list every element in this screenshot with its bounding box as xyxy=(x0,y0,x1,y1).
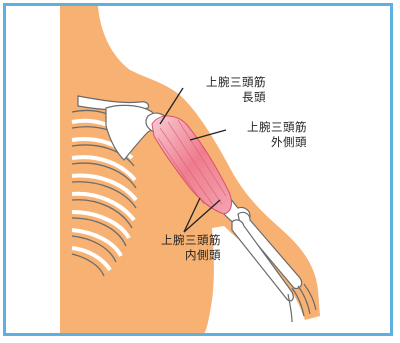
label-long-head-line1: 上腕三頭筋 xyxy=(206,75,266,89)
label-lateral-head-line1: 上腕三頭筋 xyxy=(247,120,307,134)
label-medial-head-line2: 内側頭 xyxy=(135,248,221,263)
label-long-head-line2: 長頭 xyxy=(184,90,266,105)
label-medial-head: 上腕三頭筋 内側頭 xyxy=(135,233,221,263)
label-lateral-head-line2: 外側頭 xyxy=(227,135,307,150)
label-medial-head-line1: 上腕三頭筋 xyxy=(161,233,221,247)
left-torso xyxy=(60,6,72,333)
label-long-head: 上腕三頭筋 長頭 xyxy=(184,75,266,105)
label-lateral-head: 上腕三頭筋 外側頭 xyxy=(227,120,307,150)
